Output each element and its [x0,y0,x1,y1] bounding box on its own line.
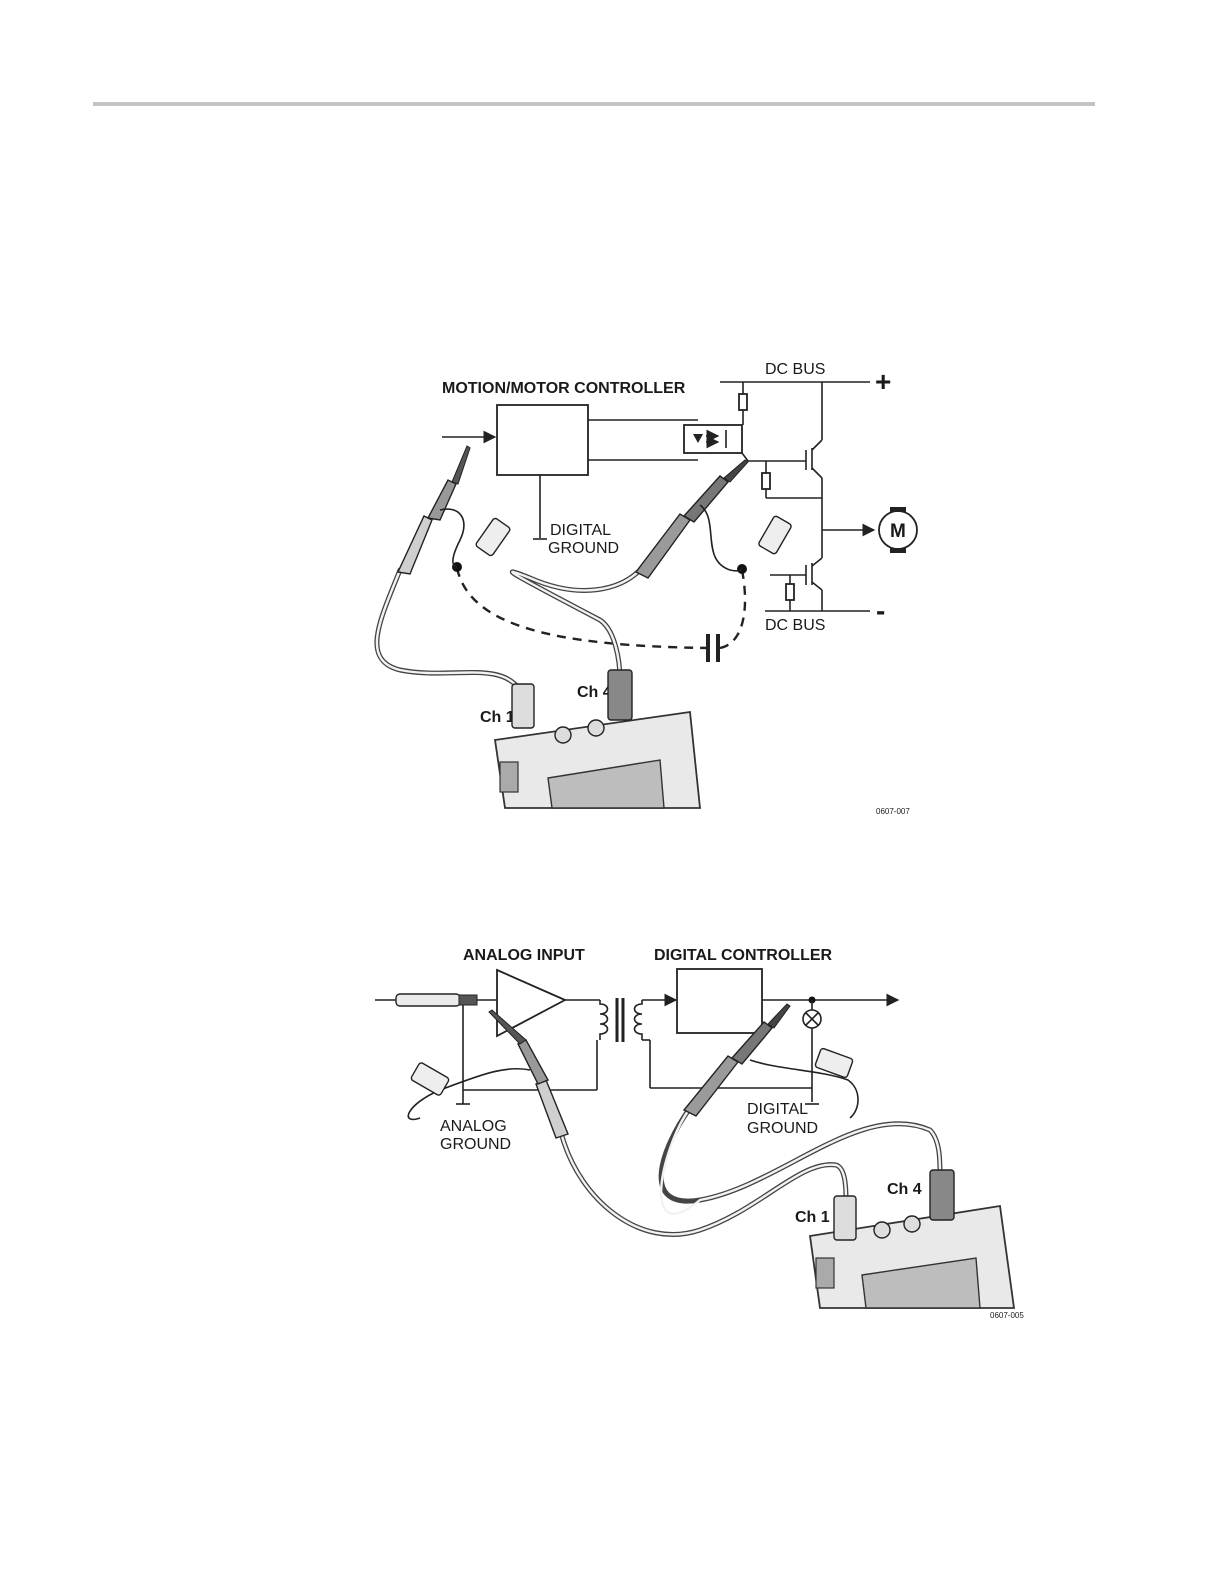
digital-controller-block [677,969,762,1033]
dc-bus-top-label: DC BUS [765,361,825,378]
motor-label: M [890,521,906,542]
ch3-input-jack[interactable] [588,720,604,736]
ch1-probe-handle-2 [536,1080,568,1138]
shielded-input-cable [396,994,460,1006]
ch2-input-jack[interactable] [555,727,571,743]
ch4-bnc-connector-2[interactable] [930,1170,954,1220]
ch1-ground-lead [440,509,464,567]
figure-id-2: 0607-005 [990,1311,1024,1320]
optocoupler-block [684,425,742,453]
motion-controller-block [497,405,588,475]
ch1-ground-clip [475,517,511,556]
lower-gate-resistor [786,584,794,600]
figure-id-1: 0607-007 [876,807,910,816]
digital-ground-label-line2: GROUND [747,1120,818,1137]
transformer-primary [600,1000,608,1040]
motor-brush-top [890,507,906,512]
ch1-bnc-connector[interactable] [512,684,534,728]
channel-4-label: Ch 4 [577,684,612,701]
ch1-bnc-connector-2[interactable] [834,1196,856,1240]
dc-bus-bottom-label: DC BUS [765,617,825,634]
ch1-ground-clip-2 [410,1062,449,1096]
ch4-probe-tip [724,460,748,482]
ch4-probe-handle [636,514,690,578]
digital-controller-label: DIGITAL CONTROLLER [654,947,833,964]
channel-1-label: Ch 1 [480,709,515,726]
channel-1-label-2: Ch 1 [795,1209,830,1226]
figure-motor-controller: MOTION/MOTOR CONTROLLER DC BUS + DC BUS … [377,361,917,816]
digital-ground-label-line2: GROUND [548,540,619,557]
ch2-input-jack-2[interactable] [874,1222,890,1238]
upper-gate-resistor [762,473,770,489]
ch1-probe-barrel [428,480,456,520]
motor-brush-bottom [890,548,906,553]
ch4-bnc-connector[interactable] [608,670,632,720]
motion-controller-label: MOTION/MOTOR CONTROLLER [442,380,686,397]
channel-4-label-2: Ch 4 [887,1181,922,1198]
ch4-ground-lead [700,505,742,571]
figure-analog-digital: ANALOG INPUT DIGITAL CONTROLLER ANALOG G… [375,947,1024,1320]
ch1-probe-tip [452,446,470,484]
digital-ground-label-line1: DIGITAL [550,522,611,539]
plus-sign: + [875,366,891,397]
common-mode-path-right [720,570,745,648]
ch1-probe-handle [398,516,432,574]
oscilloscope-side-grip [500,762,518,792]
pullup-resistor [739,394,747,410]
minus-sign: - [876,595,885,626]
ch4-probe-cable [512,570,640,680]
ch3-input-jack-2[interactable] [904,1216,920,1232]
lower-switch-body-b [812,582,822,590]
upper-switch-body-b [812,468,822,478]
ch4-probe-handle-2 [684,1056,738,1116]
digital-ground-label-line1: DIGITAL [747,1101,808,1118]
ch4-probe-barrel [684,476,728,522]
input-connector [459,995,477,1005]
oscilloscope-side-grip-2 [816,1258,834,1288]
ch4-probe-tip-2 [768,1004,790,1028]
analog-input-label: ANALOG INPUT [463,947,585,964]
lower-switch-body-a [812,558,822,566]
analog-ground-label-line1: ANALOG [440,1118,507,1135]
transformer-secondary [635,1000,643,1040]
analog-ground-label-line2: GROUND [440,1136,511,1153]
ch1-probe-barrel-2 [518,1040,548,1084]
upper-switch-body-a [812,440,822,450]
ch4-ground-clip [758,515,792,554]
